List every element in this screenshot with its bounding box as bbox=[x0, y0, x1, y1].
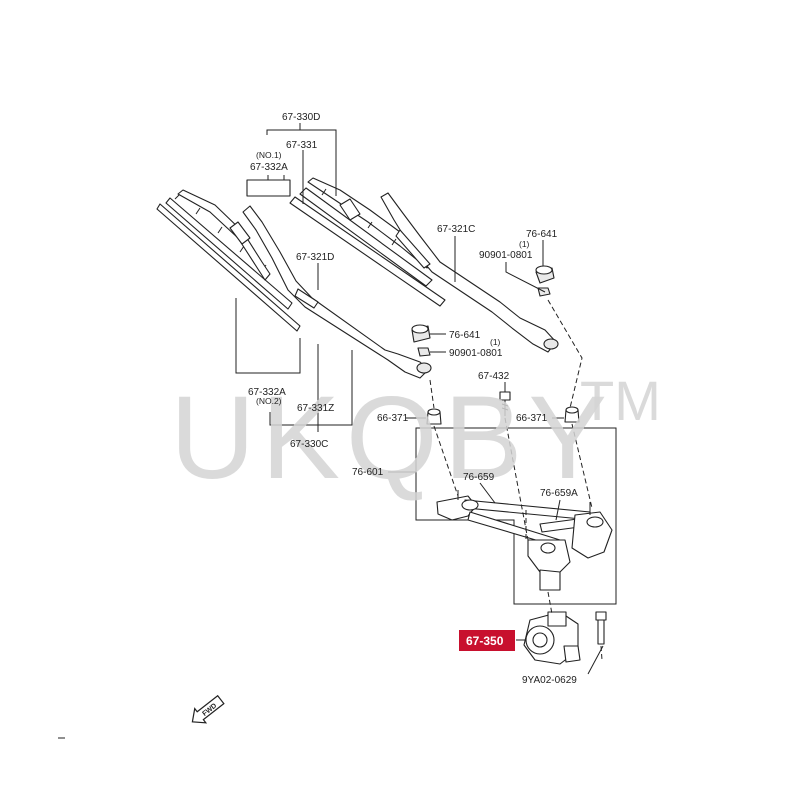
label-67-331-top: 67-331 bbox=[286, 140, 318, 151]
wiper-blade-no2 bbox=[156, 193, 301, 332]
label-9ya02: 9YA02-0629 bbox=[522, 675, 577, 686]
label-76-659a: 76-659A bbox=[540, 488, 578, 499]
label-67-432: 67-432 bbox=[478, 371, 510, 382]
label-67-332a-top: 67-332A bbox=[250, 162, 288, 173]
bolt-67-432 bbox=[499, 391, 511, 416]
wiper-blade-frame-no2 bbox=[177, 189, 271, 281]
cap-76-641-mid bbox=[411, 324, 431, 343]
label-76-641-right: 76-641 bbox=[526, 229, 558, 240]
watermark-tm: TM bbox=[580, 369, 661, 432]
label-67-330c: 67-330C bbox=[290, 439, 328, 450]
label-76-641-mid: 76-641 bbox=[449, 330, 481, 341]
wiper-arm-left bbox=[242, 205, 432, 379]
cap-76-641-right bbox=[535, 265, 555, 284]
label-66-371-right: 66-371 bbox=[516, 413, 548, 424]
wiper-arm-right bbox=[380, 192, 559, 353]
insert-67-332a-top bbox=[246, 179, 291, 197]
bolt-9ya02 bbox=[595, 611, 607, 645]
label-67-331z: 67-331Z bbox=[297, 403, 334, 414]
label-qty-right: (1) bbox=[519, 239, 530, 249]
label-67-350: 67-350 bbox=[466, 634, 504, 648]
label-67-330d: 67-330D bbox=[282, 112, 320, 123]
wiper-linkage bbox=[436, 490, 613, 591]
watermark-text: UKQBY bbox=[170, 372, 613, 504]
label-90901-mid: 90901-0801 bbox=[449, 348, 503, 359]
label-76-601: 76-601 bbox=[352, 467, 384, 478]
linkage-group-frame bbox=[415, 427, 617, 605]
label-67-332a-bottom: 67-332A bbox=[248, 387, 286, 398]
fwd-arrow-icon: FWD bbox=[191, 694, 225, 724]
label-90901-right: 90901-0801 bbox=[479, 250, 533, 261]
label-66-371-left: 66-371 bbox=[377, 413, 409, 424]
label-76-659: 76-659 bbox=[463, 472, 495, 483]
highlight-badge bbox=[459, 630, 515, 651]
pivot-cap-right bbox=[564, 406, 580, 423]
label-67-321c: 67-321C bbox=[437, 224, 475, 235]
label-67-321d: 67-321D bbox=[296, 252, 334, 263]
nut-90901-mid bbox=[417, 347, 431, 357]
label-qty-mid: (1) bbox=[490, 337, 501, 347]
label-no2: (NO.2) bbox=[256, 396, 282, 406]
wiper-motor bbox=[523, 611, 581, 665]
pivot-cap-left bbox=[426, 408, 442, 425]
label-no1: (NO.1) bbox=[256, 150, 282, 160]
